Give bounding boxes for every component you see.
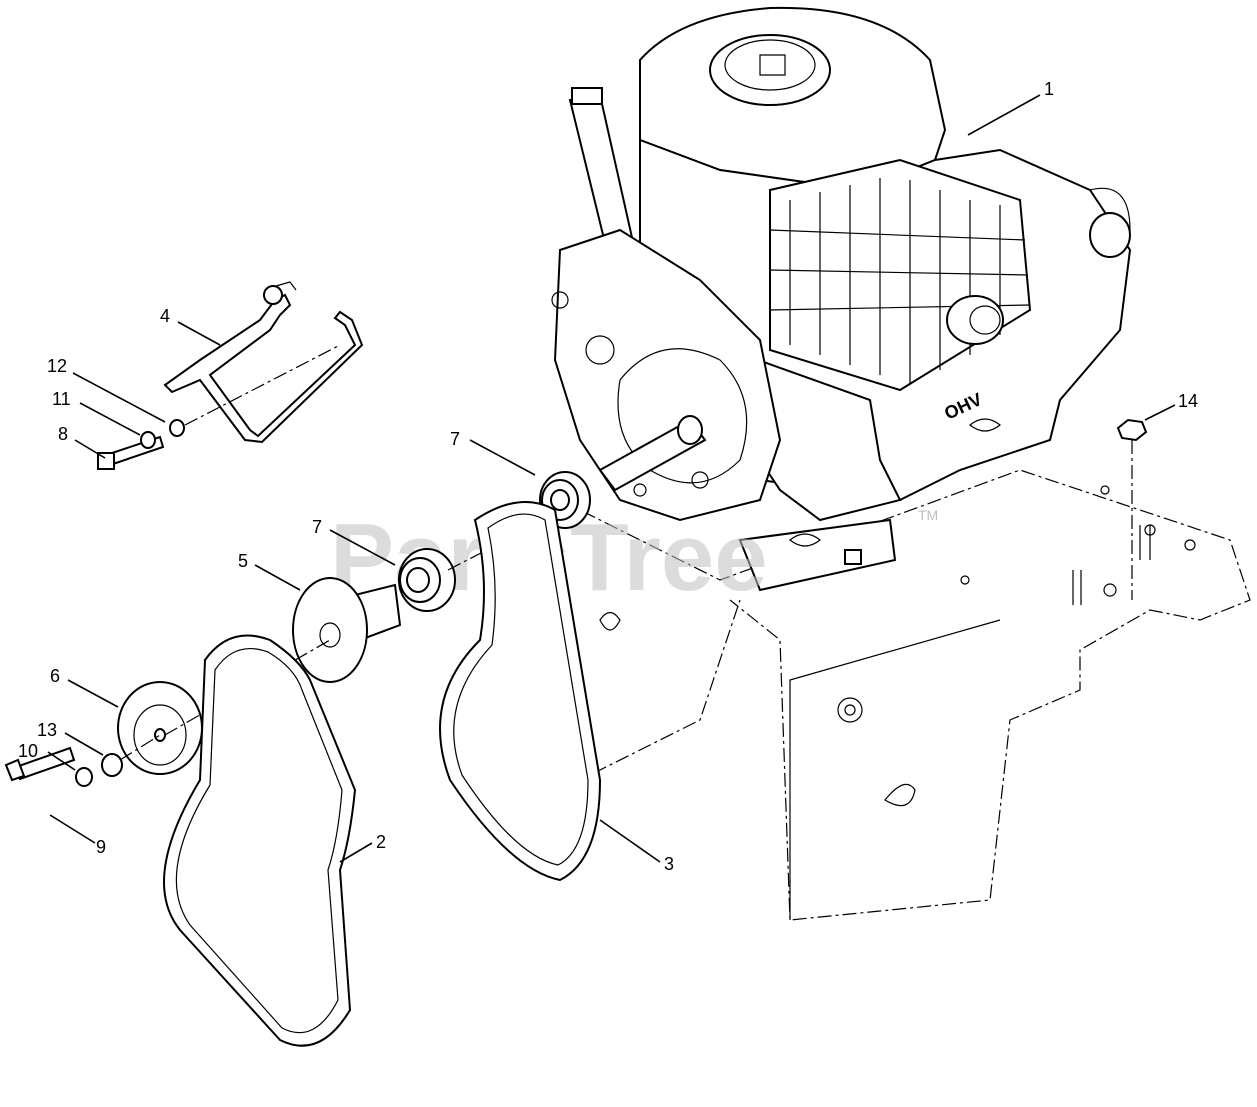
callout-12[interactable]: 12 [47, 356, 67, 376]
callout-5[interactable]: 5 [238, 551, 248, 571]
callout-9[interactable]: 9 [96, 837, 106, 857]
part-3-belt [439, 501, 602, 882]
callout-14[interactable]: 14 [1178, 391, 1198, 411]
leader-lines [47, 94, 1176, 863]
part-2-belt [163, 634, 357, 1047]
callout-7-lower[interactable]: 7 [312, 517, 322, 537]
watermark-trademark: TM [918, 507, 938, 523]
callout-6[interactable]: 6 [50, 666, 60, 686]
engine-assembly: OHV [551, 6, 1132, 592]
callout-7-upper[interactable]: 7 [450, 429, 460, 449]
callout-10[interactable]: 10 [18, 741, 38, 761]
callout-13[interactable]: 13 [37, 720, 57, 740]
part-5-pulley [292, 577, 402, 683]
callout-11[interactable]: 11 [52, 389, 71, 409]
part-7-lower-pulley [398, 519, 546, 612]
callout-8[interactable]: 8 [58, 424, 68, 444]
hardware-lower [4, 734, 161, 787]
part-14-nut [1116, 418, 1148, 600]
callout-1[interactable]: 1 [1044, 79, 1054, 99]
callout-3[interactable]: 3 [664, 854, 674, 874]
callout-2[interactable]: 2 [376, 832, 386, 852]
callout-4[interactable]: 4 [160, 306, 170, 326]
part-4-bracket-rod [163, 281, 364, 444]
callout-labels: 1 2 3 4 5 6 7 7 8 9 10 11 12 13 14 [18, 79, 1198, 874]
